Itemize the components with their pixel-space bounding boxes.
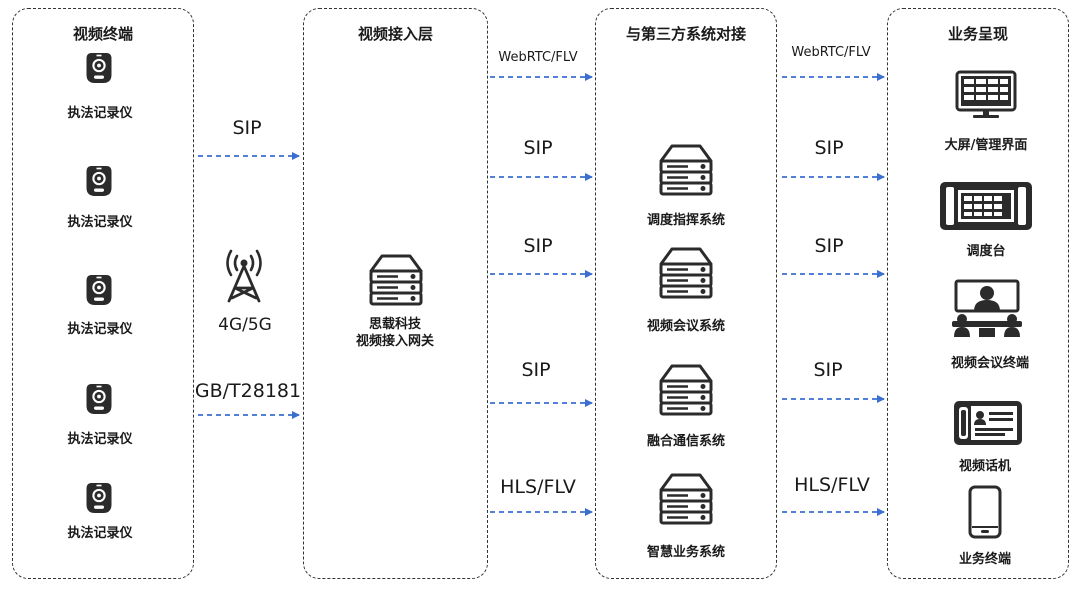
gateway-label: 思载科技 视频接入网关 [356,316,434,350]
server-icon [658,472,714,528]
conference-system-label: 视频会议系统 [646,319,726,334]
body-camera-icon [84,50,114,86]
gateway-vendor: 思载科技 [368,317,422,332]
sip-protocol-label: SIP [814,235,844,257]
hls-arrow [490,508,593,516]
output-label: 业务终端 [958,552,1012,567]
server-icon [658,246,714,302]
body-camera-icon [84,163,114,199]
video-wall-icon [955,70,1017,118]
business-column-title: 业务呈现 [947,25,1008,43]
sip-arrow [782,270,885,278]
sip-protocol-label: SIP [813,359,843,381]
webrtc-arrow [490,73,593,81]
cell-tower-icon [226,249,262,303]
conference-terminal-icon [952,279,1022,337]
body-camera-icon [84,381,114,417]
video-phone-icon [954,401,1022,445]
terminal-label: 执法记录仪 [67,526,133,541]
communication-system-label: 融合通信系统 [646,434,726,449]
terminals-column: 视频终端 [12,8,194,579]
terminal-label: 执法记录仪 [67,432,133,447]
smartphone-icon [968,485,1002,539]
sip-protocol-label: SIP [523,235,553,257]
sip-protocol-label: SIP [521,359,551,381]
output-label: 视频话机 [958,459,1012,474]
webrtc-protocol-label: WebRTC/FLV [791,45,871,60]
access-layer-column-title: 视频接入层 [357,25,433,43]
body-camera-icon [84,272,114,308]
terminals-column-title: 视频终端 [72,25,133,43]
output-label: 调度台 [966,244,1006,259]
business-column: 业务呈现 [887,8,1069,579]
gateway-name: 视频接入网关 [355,334,435,349]
sip-protocol-label: SIP [814,137,844,159]
gb28181-arrow [198,411,300,419]
sip-arrow [782,395,885,403]
gb28181-protocol-label: GB/T28181 [194,380,302,402]
dispatch-system-label: 调度指挥系统 [646,213,726,228]
hls-protocol-label: HLS/FLV [500,476,576,498]
dispatch-console-icon [940,182,1032,230]
terminal-label: 执法记录仪 [67,215,133,230]
sip-protocol-label: SIP [523,137,553,159]
sip-protocol-label: SIP [232,117,262,139]
terminal-label: 执法记录仪 [67,106,133,121]
access-layer-column: 视频接入层 [303,8,488,579]
output-label: 视频会议终端 [950,356,1030,371]
sip-arrow [490,399,593,407]
webrtc-arrow [782,73,885,81]
network-label: 4G/5G [218,315,272,335]
sip-arrow [198,152,300,160]
server-icon [368,253,424,309]
webrtc-protocol-label: WebRTC/FLV [498,50,578,65]
third-party-column-title: 与第三方系统对接 [625,25,746,43]
terminal-label: 执法记录仪 [67,322,133,337]
output-label: 大屏/管理界面 [944,138,1028,153]
sip-arrow [782,173,885,181]
sip-arrow [490,270,593,278]
server-icon [658,363,714,419]
business-system-label: 智慧业务系统 [646,545,726,560]
sip-arrow [490,173,593,181]
body-camera-icon [84,480,114,516]
third-party-column: 与第三方系统对接 [595,8,777,579]
hls-arrow [782,508,885,516]
hls-protocol-label: HLS/FLV [794,474,870,496]
server-icon [658,143,714,199]
